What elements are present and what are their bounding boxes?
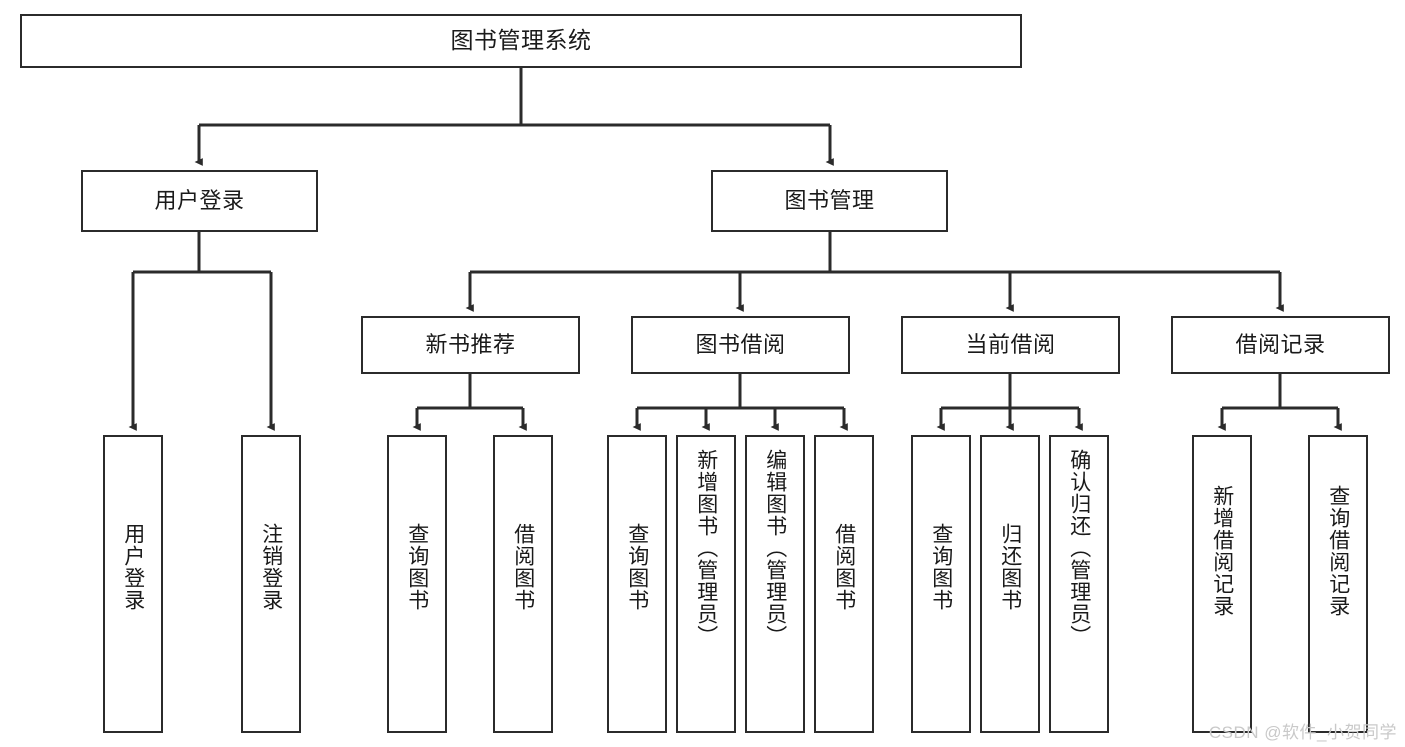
leaf-borrow-edit-book-admin[interactable]: 编辑图书（管理员） <box>745 435 805 733</box>
node-label: 借阅记录 <box>1235 331 1326 357</box>
node-label: 新增图书（管理员） <box>694 449 718 647</box>
node-new-book-recommend[interactable]: 新书推荐 <box>361 316 580 374</box>
leaf-current-return-book[interactable]: 归还图书 <box>980 435 1040 733</box>
watermark-text: CSDN @软件_小贺同学 <box>1208 723 1397 742</box>
node-book-borrow[interactable]: 图书借阅 <box>631 316 850 374</box>
leaf-user-logout[interactable]: 注销登录 <box>241 435 301 733</box>
node-label: 图书管理系统 <box>450 27 592 54</box>
leaf-current-query-book[interactable]: 查询图书 <box>911 435 971 733</box>
node-label: 查询借阅记录 <box>1326 485 1350 617</box>
node-user-login[interactable]: 用户登录 <box>81 170 318 232</box>
node-label: 查询图书 <box>405 523 429 611</box>
node-label: 注销登录 <box>259 523 283 611</box>
node-label: 当前借阅 <box>965 331 1056 357</box>
leaf-recommend-borrow-book[interactable]: 借阅图书 <box>493 435 553 733</box>
node-label: 查询图书 <box>625 523 649 611</box>
node-label: 编辑图书（管理员） <box>763 449 787 647</box>
node-label: 借阅图书 <box>832 523 856 611</box>
leaf-current-confirm-return-admin[interactable]: 确认归还（管理员） <box>1049 435 1109 733</box>
leaf-recommend-query-book[interactable]: 查询图书 <box>387 435 447 733</box>
node-label: 归还图书 <box>998 523 1022 611</box>
leaf-borrow-add-book-admin[interactable]: 新增图书（管理员） <box>676 435 736 733</box>
leaf-record-query-borrow-record[interactable]: 查询借阅记录 <box>1308 435 1368 733</box>
node-label: 用户登录 <box>121 523 145 611</box>
leaf-borrow-borrow-book[interactable]: 借阅图书 <box>814 435 874 733</box>
node-root-system[interactable]: 图书管理系统 <box>20 14 1022 68</box>
node-borrow-record[interactable]: 借阅记录 <box>1171 316 1390 374</box>
node-label: 新增借阅记录 <box>1210 485 1234 617</box>
node-label: 新书推荐 <box>425 331 516 357</box>
node-label: 借阅图书 <box>511 523 535 611</box>
node-label: 查询图书 <box>929 523 953 611</box>
leaf-record-add-borrow-record[interactable]: 新增借阅记录 <box>1192 435 1252 733</box>
leaf-user-login[interactable]: 用户登录 <box>103 435 163 733</box>
node-label: 图书借阅 <box>695 331 786 357</box>
node-label: 用户登录 <box>154 187 245 213</box>
node-book-management[interactable]: 图书管理 <box>711 170 948 232</box>
node-current-borrow[interactable]: 当前借阅 <box>901 316 1120 374</box>
node-label: 确认归还（管理员） <box>1067 449 1091 647</box>
leaf-borrow-query-book[interactable]: 查询图书 <box>607 435 667 733</box>
node-label: 图书管理 <box>784 187 875 213</box>
